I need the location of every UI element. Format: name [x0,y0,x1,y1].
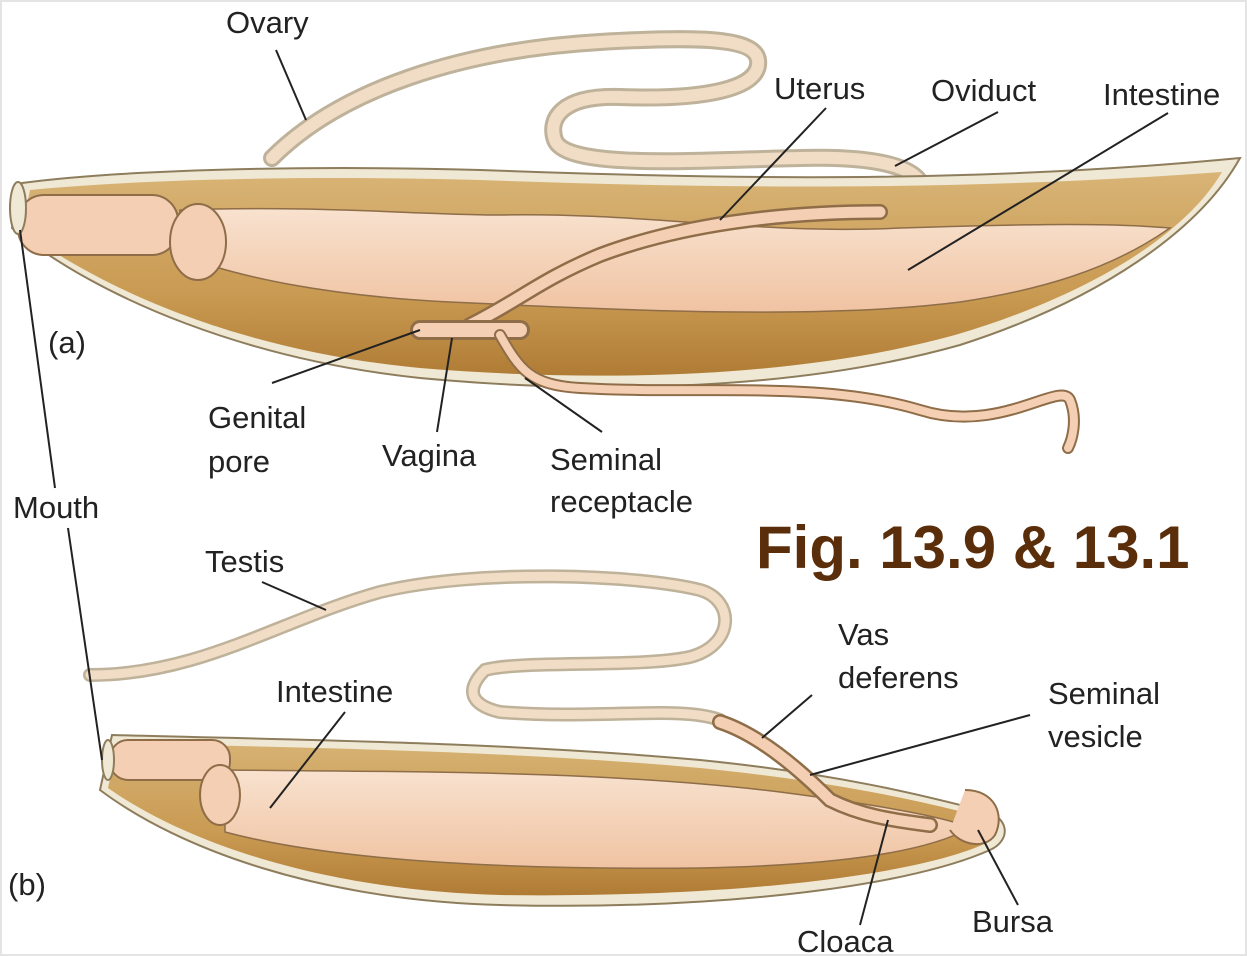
label-bursa: Bursa [972,904,1054,939]
label-cloaca: Cloaca [797,924,894,956]
female-pharynx [18,195,178,255]
label-seminal-receptacle-1: Seminal [550,442,662,477]
female-pharynx-bulb [170,204,226,280]
label-genital-pore-1: Genital [208,400,306,435]
oviduct-leader [895,112,998,166]
label-vas-deferens-1: Vas [838,617,889,652]
label-testis: Testis [205,544,284,579]
label-genital-pore-2: pore [208,444,270,479]
label-oviduct: Oviduct [931,73,1036,108]
label-vas-deferens-2: deferens [838,660,959,695]
male-pharynx-bulb [200,765,240,825]
label-uterus: Uterus [774,71,865,106]
female-mouth-tip [10,182,26,234]
label-mouth: Mouth [13,490,99,525]
mouth-leader-b [68,528,102,760]
label-seminal-vesicle-1: Seminal [1048,676,1160,711]
label-seminal-receptacle-2: receptacle [550,484,693,519]
bursa [950,790,999,844]
label-vagina: Vagina [382,438,477,473]
label-panel-a: (a) [48,325,86,360]
testis-tube [90,576,725,720]
label-seminal-vesicle-2: vesicle [1048,719,1143,754]
seminal-vesicle-leader [810,715,1030,775]
ovary-leader [276,50,306,120]
label-intestine-b: Intestine [276,674,393,709]
male-mouth-tip [102,740,114,780]
label-panel-b: (b) [8,867,46,902]
figure-title: Fig. 13.9 & 13.1 [756,514,1190,581]
panel-a-female-worm [10,39,1240,448]
testis-leader [262,582,326,610]
vas-deferens-leader [762,695,812,738]
label-intestine-a: Intestine [1103,77,1220,112]
label-ovary: Ovary [226,5,309,40]
